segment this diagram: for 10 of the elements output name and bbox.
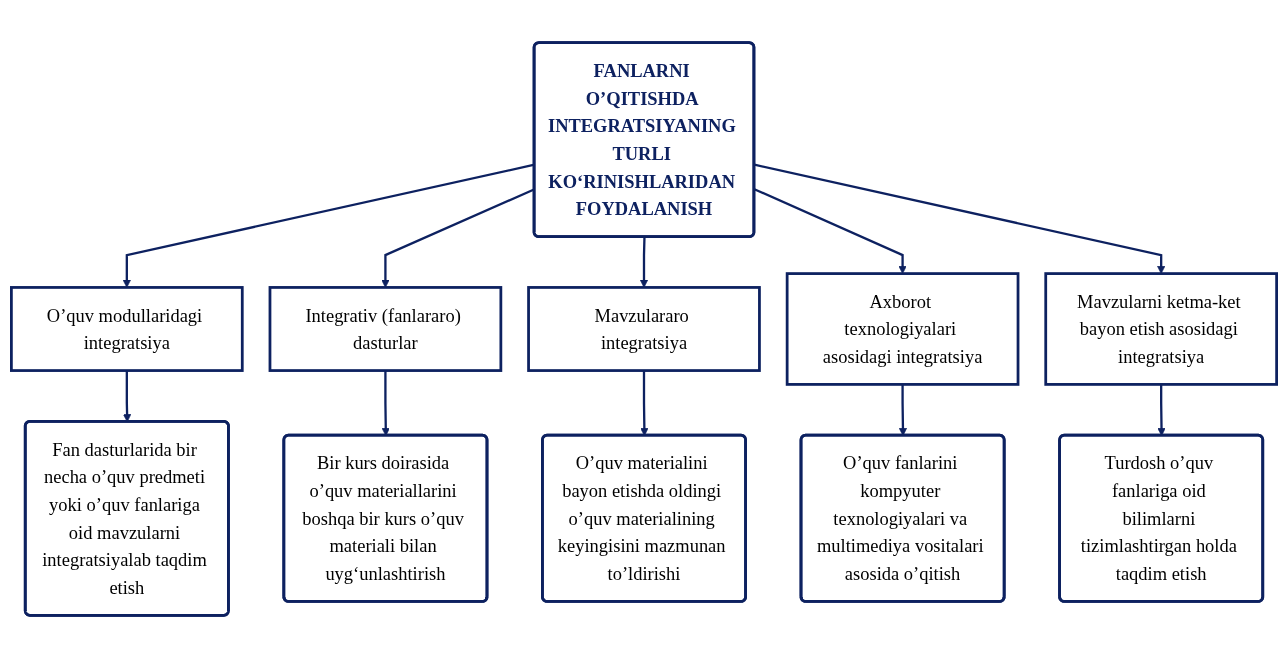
node-box: Mavzulararo integratsiya: [527, 286, 761, 372]
arrow: [754, 163, 1166, 274]
arrow: [639, 237, 649, 288]
node-box: Mavzularni ketma-ket bayon etish asosidagi integratsiya: [1044, 272, 1278, 386]
node-box: Integrativ (fanlararo) dasturlar: [268, 286, 503, 372]
arrow: [381, 188, 535, 288]
arrow: [753, 188, 907, 274]
node-box: Axborot texnologiyalari asosidagi integratsiya: [785, 272, 1020, 386]
arrow: [122, 163, 535, 288]
node-box: O’quv modullaridagi integratsiya: [10, 286, 244, 372]
